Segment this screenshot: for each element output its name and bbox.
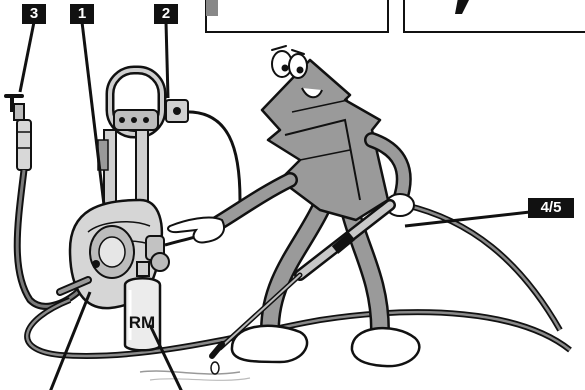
mascot-pointing-arm xyxy=(168,180,290,242)
floor-splash xyxy=(140,362,250,380)
callout-3: 3 xyxy=(22,4,46,24)
top-frame-panels xyxy=(206,0,585,32)
callout-1: 1 xyxy=(70,4,94,24)
callout-2: 2 xyxy=(154,4,178,24)
character-legs xyxy=(232,210,419,366)
inlet-hose xyxy=(17,120,80,306)
callout-4-5: 4/5 xyxy=(528,198,574,218)
water-tap-icon xyxy=(6,96,24,120)
